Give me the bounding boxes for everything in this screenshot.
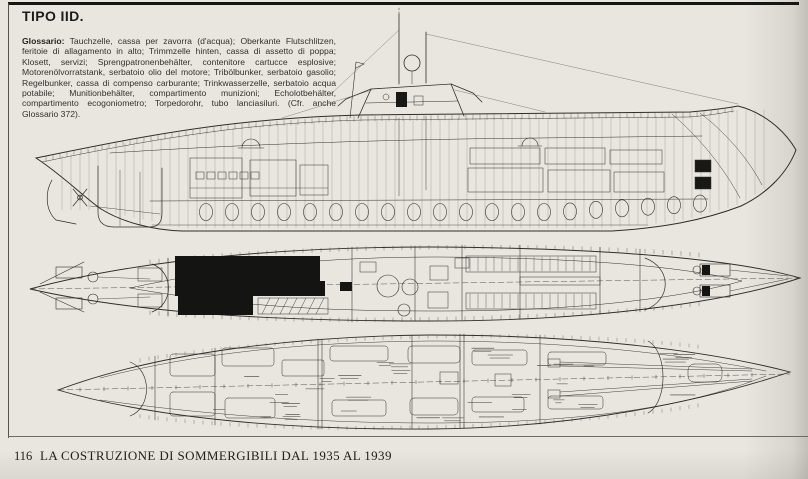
rudder [46, 179, 77, 225]
flood-slot [277, 203, 291, 221]
wind-deflector [450, 83, 483, 103]
bow-torpedo-room [644, 257, 789, 311]
flood-slot [381, 203, 395, 221]
stern-gear [39, 261, 169, 313]
flood-slot [433, 203, 447, 221]
hull-outline [34, 105, 797, 232]
torpedo-tube-lines [547, 358, 753, 399]
flood-slot [199, 203, 213, 221]
frame-bottom-rule [8, 436, 808, 437]
hull-frame-lines [61, 109, 765, 229]
glossary-label: Glossario: [22, 36, 65, 46]
plan-view-machinery [29, 244, 802, 323]
flood-slot [537, 203, 551, 221]
side-elevation-view [34, 6, 797, 232]
stern-gear [46, 165, 163, 228]
flood-slot [485, 203, 499, 221]
pressure-hull-line [129, 256, 743, 312]
tank-label-marks [213, 347, 696, 422]
propeller-icon [72, 188, 88, 207]
diesel-electric-plant [175, 256, 352, 315]
flood-slot [459, 203, 473, 221]
inner-hull-line [99, 340, 767, 424]
flood-slot [589, 201, 603, 219]
spray-deflector [337, 88, 372, 107]
glossary-body: Tauchzelle, cassa per zavorra (d'acqua);… [22, 36, 336, 119]
flood-slot [563, 202, 577, 221]
aft-dome [151, 263, 169, 313]
centerline [29, 277, 801, 290]
flood-slot [615, 199, 629, 218]
hull-outline [56, 334, 792, 430]
df-loop-antenna-icon [403, 54, 421, 72]
bow-dome [647, 340, 664, 414]
engine-room-machinery [189, 157, 329, 199]
bow-dome [644, 257, 666, 311]
flood-slot [251, 203, 265, 221]
flood-slot [303, 203, 317, 221]
control-room [359, 257, 470, 317]
centerline [57, 373, 791, 391]
page-footer: 116 LA COSTRUZIONE DI SOMMERGIBILI DAL 1… [0, 447, 808, 471]
antenna-wires [281, 29, 739, 119]
page-number: 116 [14, 449, 33, 463]
flood-slots [199, 194, 707, 221]
pressure-hull-line [109, 135, 703, 154]
flood-slot [329, 203, 343, 221]
tank-compartments [169, 345, 723, 419]
forward-compartments [467, 112, 763, 199]
plan-view-tanks [56, 333, 792, 430]
hatch-domes [237, 137, 543, 149]
crew-quarters [465, 255, 601, 310]
casing-stanchions [45, 107, 733, 162]
submarine-technical-drawing [29, 6, 802, 430]
conning-tower [281, 6, 739, 197]
tower-outline [357, 83, 465, 119]
flood-slot [693, 194, 707, 213]
flood-slot [225, 203, 239, 221]
flood-slot [355, 203, 369, 221]
flood-slot [511, 203, 525, 221]
bunk-frame-ticks [469, 256, 591, 309]
chapter-caption: LA COSTRUZIONE DI SOMMERGIBILI DAL 1935 … [40, 448, 392, 463]
figure-title: TIPO IID. [22, 8, 84, 24]
figure-frame [8, 2, 799, 438]
flood-slot [667, 196, 681, 214]
flood-slot [641, 197, 655, 216]
flood-slot [407, 203, 421, 221]
deck-inner-line [41, 110, 735, 163]
aft-dome [129, 361, 147, 417]
skeg [97, 165, 163, 228]
waterline [149, 198, 709, 202]
glossary-paragraph: Glossario: Tauchzelle, cassa per zavorra… [22, 36, 336, 119]
bulkheads [154, 333, 664, 430]
hull-frame-ticks [139, 334, 699, 430]
centerline-ticks [79, 372, 753, 392]
